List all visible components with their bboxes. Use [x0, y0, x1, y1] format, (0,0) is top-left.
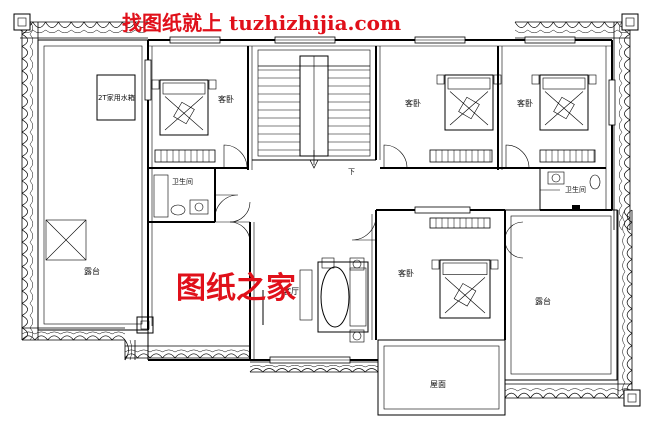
water-tank-label: 2T家用水箱	[98, 93, 135, 102]
stair-down-label: 下	[348, 168, 355, 176]
roof-label: 屋面	[430, 380, 446, 389]
roof-tiles-left	[21, 21, 126, 341]
stair-left	[45, 219, 87, 261]
bedroom-2-label: 客卧	[405, 98, 421, 108]
watermark-top: 找图纸就上 tuzhizhijia.com	[122, 11, 401, 35]
roof-tiles-top	[19, 21, 631, 39]
bedroom-3-label: 客卧	[517, 98, 533, 108]
terrace-right-label: 露台	[535, 296, 551, 306]
wardrobes	[154, 149, 596, 229]
roof-tiles-right	[613, 21, 633, 396]
water-tank	[96, 74, 136, 121]
living-furniture	[299, 257, 369, 343]
bedroom-1-label: 客卧	[218, 94, 234, 104]
bath-1-label: 卫生间	[172, 177, 193, 186]
bedroom-4-label: 客卧	[398, 268, 414, 278]
staircase	[257, 49, 371, 169]
doors	[214, 144, 560, 325]
terrace-left-label: 露台	[84, 266, 100, 276]
living-room-label: 客厅	[283, 286, 299, 296]
windows	[144, 36, 616, 364]
bath-fixtures	[153, 171, 601, 218]
bath-2-label: 卫生间	[565, 185, 586, 194]
watermark: 找图纸就上 tuzhizhijia.com 图纸之家	[122, 11, 401, 306]
room-labels: 2T家用水箱 客卧 客卧 客卧 客卧 卫生间 卫生间 露台 露台 客厅 屋面 下	[84, 93, 586, 389]
watermark-center: 图纸之家	[176, 271, 296, 306]
beds	[151, 74, 597, 319]
